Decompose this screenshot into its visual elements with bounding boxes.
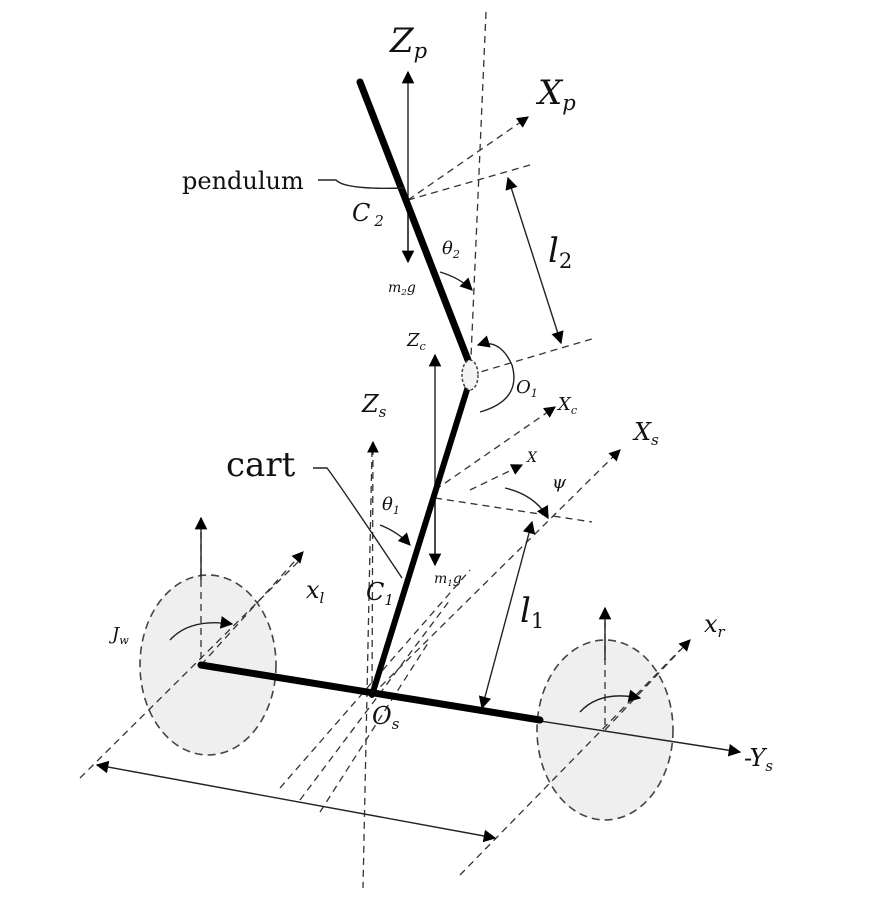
xc-label: Xc — [556, 394, 578, 417]
xl-axis — [200, 551, 304, 666]
xr-axis — [604, 639, 691, 731]
zc-label: Zc — [406, 330, 427, 353]
ys-label: -Ys — [744, 744, 773, 775]
x-direction-arrow — [469, 464, 524, 491]
angle-arcs — [169, 271, 642, 713]
psi-label: ψ — [552, 472, 567, 493]
m1g-label: m1g — [434, 571, 462, 589]
xs-label: Xs — [632, 418, 659, 449]
pivot-joint-o1 — [461, 359, 479, 391]
right-wheel-arc — [579, 689, 642, 713]
c1-label: C1 — [366, 578, 394, 609]
cart-body — [369, 377, 473, 698]
pendulum-leader — [318, 179, 406, 189]
theta2-label: θ2 — [442, 238, 460, 261]
cart-label: cart — [226, 445, 296, 485]
l1-label: l1 — [520, 591, 544, 633]
xc-axis — [434, 406, 556, 491]
os-label: Os — [372, 702, 400, 733]
l2-dimension — [505, 176, 564, 345]
jw-arc — [169, 616, 234, 641]
xp-axis — [407, 116, 529, 201]
xp-label: Xp — [535, 73, 576, 115]
theta2-arc — [439, 271, 473, 291]
jw-label: Jw — [108, 624, 129, 647]
xl-label: xl — [306, 576, 325, 607]
o1-label: O1 — [516, 377, 538, 400]
pendulum-label: pendulum — [182, 167, 304, 195]
psi-arc — [504, 487, 549, 520]
x-label: X — [526, 450, 538, 466]
zs-axis — [367, 440, 379, 696]
wheelbase-dimension — [95, 760, 497, 843]
theta1-arc — [379, 524, 411, 546]
leader-lines — [313, 179, 406, 579]
bodies — [197, 78, 544, 724]
theta1-label: θ1 — [382, 494, 400, 517]
zs-label: Zs — [361, 390, 387, 421]
zp-label: Zp — [389, 21, 427, 63]
xr-label: xr — [704, 610, 726, 641]
pendulum-rod — [356, 78, 472, 364]
l1-dimension — [478, 520, 536, 710]
o1-arc — [476, 335, 515, 413]
dimension-lines — [95, 176, 564, 843]
cart-leader — [313, 467, 403, 579]
l2-label: l2 — [548, 231, 572, 273]
m2g-label: m2g — [388, 280, 416, 298]
